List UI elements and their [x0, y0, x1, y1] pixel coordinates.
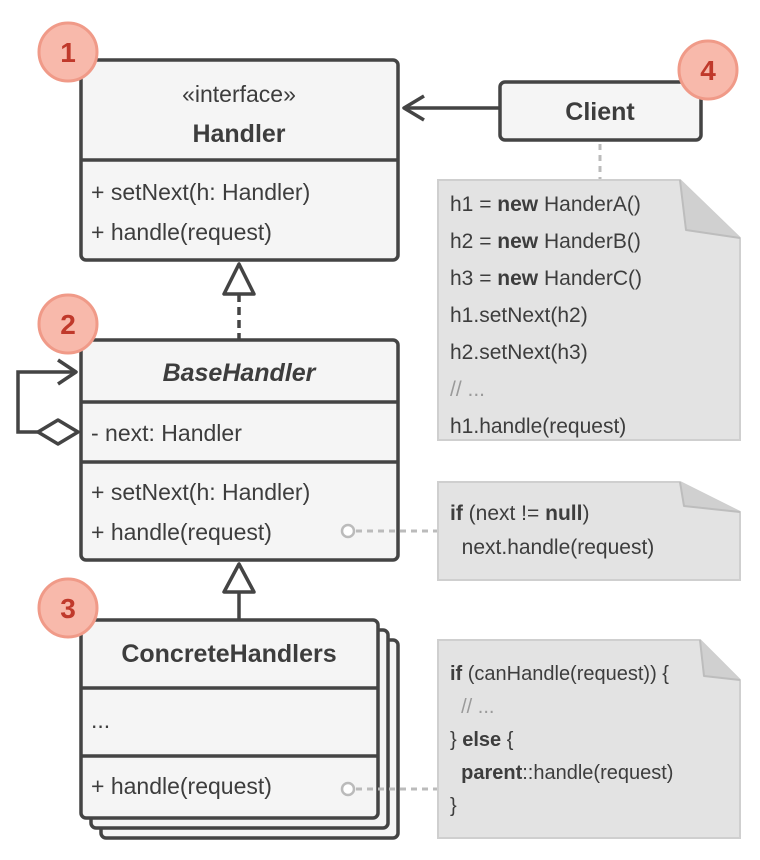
base-note: if (next != null) next.handle(request) — [437, 481, 741, 581]
svg-text:1: 1 — [60, 37, 76, 68]
self-aggregation-association — [16, 358, 80, 446]
client-note-line: h2 = new HanderB() — [450, 230, 641, 253]
svg-text:4: 4 — [700, 55, 716, 86]
base-note-text: if (next != null) next.handle(request) — [450, 502, 654, 559]
base-note-line: if (next != null) — [450, 502, 589, 525]
client-box: Client — [498, 80, 703, 142]
client-note-line: h1 = new HanderA() — [450, 193, 641, 216]
handler-stereotype: «interface» — [182, 81, 296, 107]
concrete-note-line: parent::handle(request) — [450, 762, 673, 784]
concrete-handlers-name: ConcreteHandlers — [121, 640, 336, 668]
base-handler-field-next: - next: Handler — [91, 420, 242, 446]
client-note-line: h1.handle(request) — [450, 415, 626, 438]
base-handler-name: BaseHandler — [163, 359, 317, 387]
base-note-line: next.handle(request) — [450, 536, 654, 559]
client-note-line: h3 = new HanderC() — [450, 267, 642, 290]
concrete-note-connector — [340, 781, 438, 797]
svg-text:2: 2 — [60, 309, 76, 340]
base-note-connector — [340, 523, 438, 539]
badge-3: 3 — [37, 577, 99, 639]
base-handler-method-handle: + handle(request) — [91, 519, 272, 545]
svg-text:3: 3 — [60, 593, 76, 624]
concrete-note-line: } — [450, 795, 457, 817]
concrete-handlers-box: ConcreteHandlers ... + handle(request) — [79, 618, 400, 840]
concrete-note-line: } else { — [450, 729, 514, 751]
client-note-line: // ... — [450, 378, 485, 401]
client-note-line: h2.setNext(h3) — [450, 341, 588, 364]
concrete-note-line: if (canHandle(request)) { — [450, 663, 669, 685]
handler-method-setnext: + setNext(h: Handler) — [91, 179, 310, 205]
client-note-line: h1.setNext(h2) — [450, 304, 588, 327]
handler-interface-box: «interface» Handler + setNext(h: Handler… — [79, 58, 400, 262]
badge-1: 1 — [37, 21, 99, 83]
base-handler-method-setnext: + setNext(h: Handler) — [91, 479, 310, 505]
handler-name: Handler — [192, 120, 285, 148]
concrete-note: if (canHandle(request)) { // ... } else {… — [437, 639, 741, 839]
client-association-arrow — [402, 94, 500, 122]
client-name: Client — [565, 98, 635, 126]
realization-arrow — [222, 262, 256, 340]
client-note-text: h1 = new HanderA() h2 = new HanderB() h3 =… — [450, 193, 642, 438]
base-handler-box: BaseHandler - next: Handler + setNext(h:… — [79, 338, 400, 562]
concrete-note-line: // ... — [450, 696, 494, 718]
inheritance-arrow — [222, 562, 256, 622]
concrete-handlers-field: ... — [91, 707, 110, 733]
concrete-handlers-method-handle: + handle(request) — [91, 773, 272, 799]
badge-4: 4 — [677, 39, 739, 101]
badge-2: 2 — [37, 293, 99, 355]
concrete-note-text: if (canHandle(request)) { // ... } else {… — [450, 663, 673, 817]
handler-method-handle: + handle(request) — [91, 219, 272, 245]
client-note: h1 = new HanderA() h2 = new HanderB() h3 =… — [437, 179, 741, 441]
